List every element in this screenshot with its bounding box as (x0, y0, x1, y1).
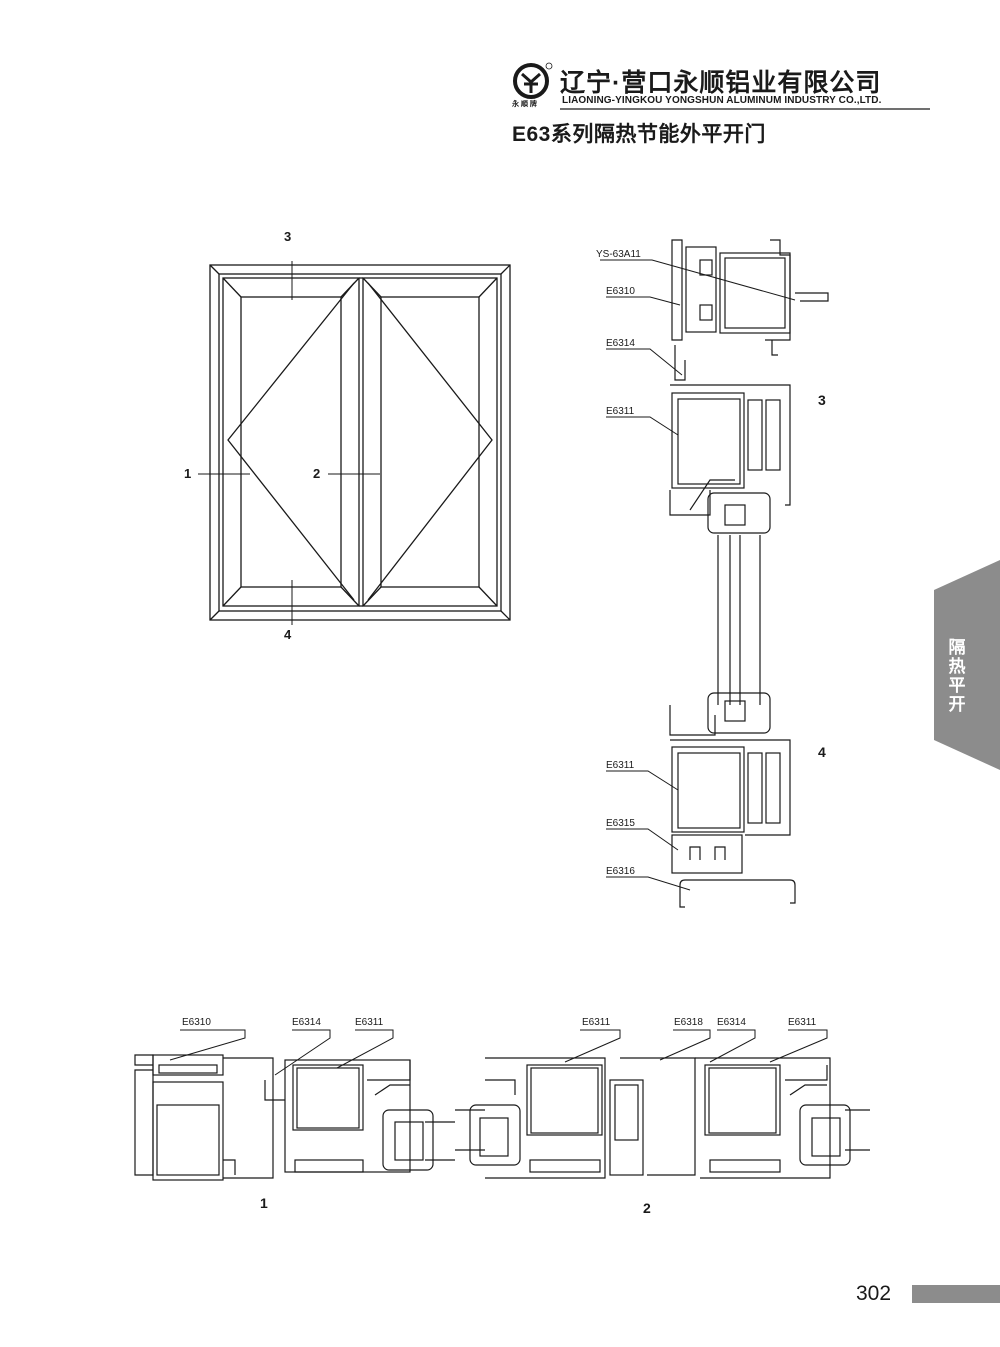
side-tab-label: 隔热平开 (948, 638, 966, 714)
header-rule (560, 108, 930, 110)
label-e6311-top: E6311 (606, 406, 635, 417)
page-number-bar (912, 1285, 1000, 1303)
logo-caption: 永 順 牌 (512, 101, 537, 108)
label-h2-e6318: E6318 (674, 1017, 703, 1028)
company-name-cn: 辽宁·营口永顺铝业有限公司 (560, 69, 882, 97)
document-title: E63系列隔热节能外平开门 (512, 123, 766, 146)
label-e6315: E6315 (606, 818, 635, 829)
label-h1-e6311: E6311 (355, 1017, 384, 1028)
elevation-marker-3: 3 (284, 229, 291, 244)
elevation-marker-4: 4 (284, 627, 292, 642)
label-ys-63a11: YS-63A11 (596, 249, 641, 260)
company-name-en: LIAONING-YINGKOU YONGSHUN ALUMINUM INDUS… (562, 95, 882, 106)
logo-ring-icon (513, 63, 549, 99)
section-marker-3: 3 (818, 392, 826, 408)
label-h1-e6310: E6310 (182, 1017, 211, 1028)
label-e6311-bottom: E6311 (606, 760, 635, 771)
section-marker-4: 4 (818, 744, 826, 760)
label-h2-e6311-right: E6311 (788, 1017, 817, 1028)
label-e6316: E6316 (606, 866, 635, 877)
horizontal-section-1-drawing: E6310 E6314 E6311 1 (134, 1017, 455, 1211)
elevation-marker-2: 2 (313, 466, 320, 481)
side-tab (934, 560, 1000, 770)
section-marker-2: 2 (643, 1200, 651, 1216)
horizontal-section-2-drawing: E6311 E6318 E6314 E6311 2 (455, 1017, 870, 1216)
company-logo (513, 62, 553, 99)
label-h2-e6314: E6314 (717, 1017, 746, 1028)
label-e6310: E6310 (606, 286, 635, 297)
label-h2-e6311-left: E6311 (582, 1017, 611, 1028)
page-number: 302 (856, 1282, 892, 1305)
label-e6314: E6314 (606, 338, 635, 349)
section-marker-1: 1 (260, 1195, 268, 1211)
elevation-marker-1: 1 (184, 466, 191, 481)
label-h1-e6314: E6314 (292, 1017, 321, 1028)
door-elevation-drawing: 3 1 2 4 (184, 229, 511, 642)
vertical-section-drawing: YS-63A11 E6310 E6314 E6311 E6311 E6315 E… (596, 239, 829, 908)
